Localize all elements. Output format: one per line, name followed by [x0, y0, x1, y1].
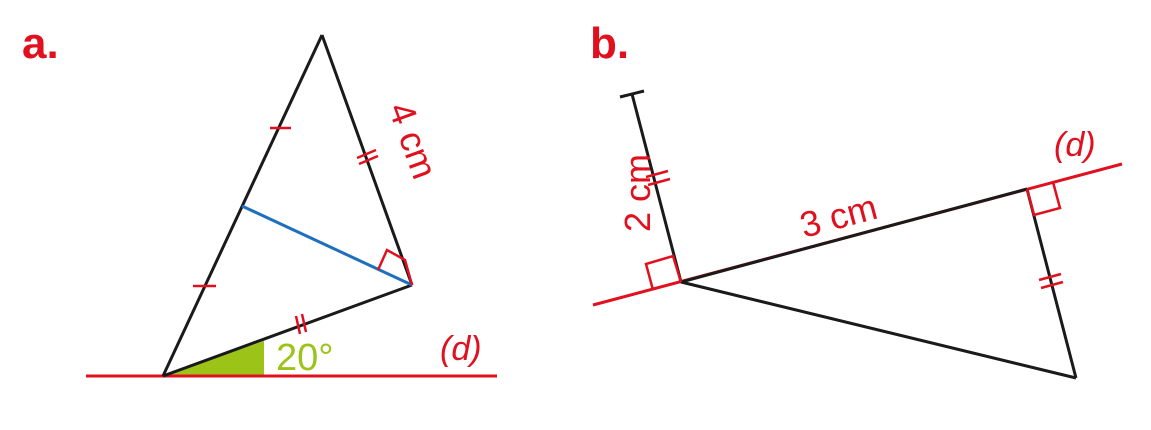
panel-label-b: b.	[590, 19, 629, 68]
panel-label-a: a.	[22, 19, 59, 68]
segment-2cm-end-tick	[619, 89, 645, 99]
double-tick-vertical-2	[647, 177, 671, 187]
double-tick-right-b-1	[1038, 272, 1062, 282]
double-tick-right-b-2	[1040, 280, 1064, 290]
side-label-2cm: 2 cm	[617, 154, 658, 232]
figure-a: a. 4 cm 20° (d)	[22, 19, 497, 379]
side-label-4cm: 4 cm	[380, 97, 445, 184]
blue-segment	[241, 204, 413, 287]
triangle-b-side-bottom	[680, 280, 1077, 380]
right-angle-mark-b-right	[1025, 181, 1062, 217]
triangle-b-side-top	[680, 187, 1028, 284]
side-label-3cm: 3 cm	[795, 186, 881, 246]
double-tick-vertical-1	[645, 169, 669, 179]
segment-2cm	[630, 93, 683, 283]
right-angle-mark-a	[376, 248, 414, 286]
double-tick-base-1	[294, 315, 302, 335]
triangle-b-side-right	[1025, 188, 1078, 379]
double-tick-base-2	[300, 313, 308, 333]
figure-b: b. 2 cm 3 cm (d)	[590, 19, 1123, 380]
angle-label-20: 20°	[276, 337, 333, 379]
line-label-d-a: (d)	[440, 330, 482, 368]
double-tick-right-1	[356, 148, 377, 160]
triangle-base	[162, 283, 413, 378]
line-label-d-b: (d)	[1054, 126, 1096, 164]
double-tick-right-2	[358, 154, 379, 166]
right-angle-mark-b-left	[644, 254, 683, 291]
